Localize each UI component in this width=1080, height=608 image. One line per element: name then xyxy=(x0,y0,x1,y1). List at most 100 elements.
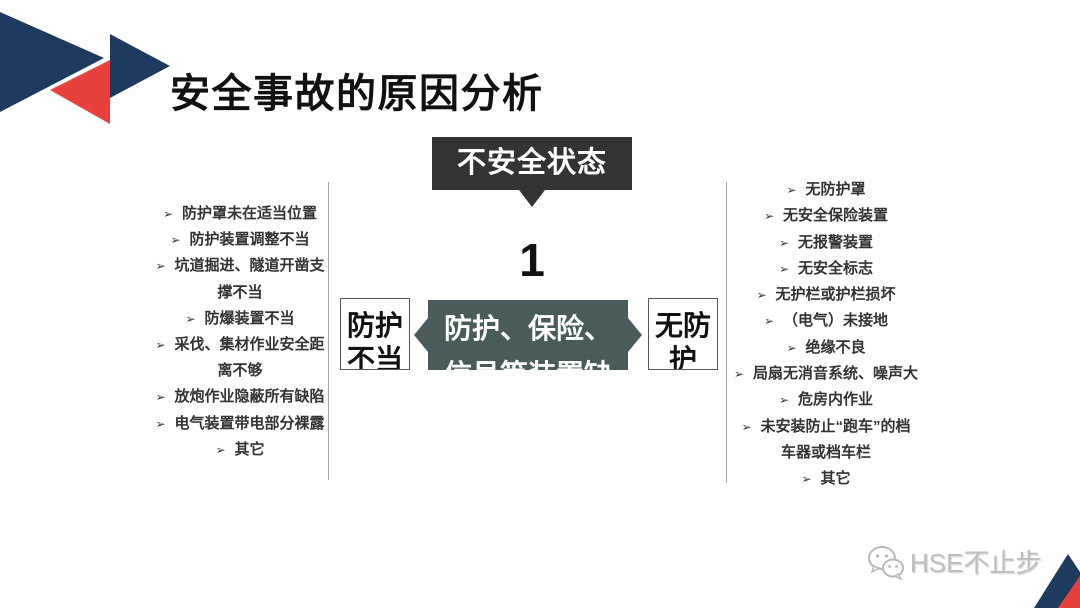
list-item-line: ➢防爆装置不当 xyxy=(145,306,335,332)
list-item: ➢ 无护栏或护栏损坏 xyxy=(726,282,926,308)
list-item-line: ➢ 其它 xyxy=(145,437,335,463)
arrow-bullet-icon: ➢ xyxy=(763,209,775,224)
list-item-line: ➢ 局扇无消音系统、噪声大 xyxy=(726,361,926,387)
list-item: ➢ 无防护罩 xyxy=(726,177,926,203)
list-item: ➢防爆装置不当 xyxy=(145,306,335,332)
list-item: ➢ 其它 xyxy=(726,466,926,492)
arrow-bullet-icon: ➢ xyxy=(786,183,797,197)
list-item: ➢ 无报警装置 xyxy=(726,230,926,256)
list-item-text: 防护罩未在适当位置 xyxy=(182,205,318,222)
center-box-shape xyxy=(414,300,642,370)
list-item-continuation: 撑不当 xyxy=(217,283,263,301)
right-box-line: 无防 xyxy=(654,310,711,341)
list-item-line: ➢ 未安装防止“跑车”的档 xyxy=(726,414,926,440)
arrow-bullet-icon: ➢ xyxy=(801,472,812,487)
arrow-bullet-icon: ➢ xyxy=(778,261,790,276)
left-box-line: 防护 xyxy=(346,310,403,341)
list-item-line: ➢ 无防护罩 xyxy=(726,177,926,203)
arrow-bullet-icon: ➢ xyxy=(733,367,745,382)
right-divider xyxy=(726,182,727,483)
left-divider xyxy=(328,182,329,480)
list-item-text: 无防护罩 xyxy=(805,181,866,198)
list-item: ➢ 采伐、集材作业安全距 离不够 xyxy=(145,332,335,384)
list-item-line: ➢ 采伐、集材作业安全距 xyxy=(145,332,335,358)
list-item: ➢ 坑道掘进、隧道开凿支 撑不当 xyxy=(145,253,335,305)
slide-title: 安全事故的原因分析 xyxy=(170,72,544,116)
list-item: ➢ 无安全保险装置 xyxy=(726,203,926,229)
arrow-bullet-icon: ➢ xyxy=(778,393,790,408)
arrow-bullet-icon: ➢ xyxy=(786,340,797,355)
list-item-text: 无护栏或护栏损坏 xyxy=(775,286,896,304)
wechat-icon xyxy=(868,546,904,581)
list-item-text: 无安全标志 xyxy=(798,259,874,277)
list-item-text: 局扇无消音系统、噪声大 xyxy=(753,365,919,383)
list-item-continuation: 车器或档车栏 xyxy=(780,443,871,461)
list-item-line: ➢ 无安全标志 xyxy=(726,256,926,282)
list-item-text: 无安全保险装置 xyxy=(783,207,889,225)
center-box-text: 防护、保险、 信号等装置缺 xyxy=(428,300,628,370)
list-item-text: 其它 xyxy=(820,470,851,488)
list-item-text: 采伐、集材作业安全距 xyxy=(174,335,325,353)
right-box-line: 护 xyxy=(668,344,697,370)
list-item: ➢危房内作业 xyxy=(726,387,926,413)
header-box: 不安全状态 xyxy=(432,137,632,190)
list-item-text: （电气）未接地 xyxy=(783,312,889,330)
navy-triangle-small xyxy=(110,34,170,98)
arrow-bullet-icon: ➢ xyxy=(155,259,166,274)
arrow-bullet-icon: ➢ xyxy=(162,207,174,221)
arrow-bullet-icon: ➢ xyxy=(778,235,790,250)
arrow-bullet-icon: ➢ xyxy=(155,416,166,431)
list-item-text: 其它 xyxy=(234,440,265,458)
navy-triangle-large xyxy=(0,12,104,112)
list-item: ➢ （电气）未接地 xyxy=(726,308,926,334)
list-item-line: ➢放炮作业隐蔽所有缺陷 xyxy=(145,384,335,410)
watermark-text: HSE不止步 xyxy=(910,548,1042,578)
list-item-line: ➢ 绝缘不良 xyxy=(726,335,926,361)
list-item: ➢ 局扇无消音系统、噪声大 xyxy=(726,361,926,387)
list-item-text: 防护装置调整不当 xyxy=(189,231,310,249)
left-list: ➢防护罩未在适当位置 ➢防护装置调整不当 ➢坑道掘进、隧道开凿支 撑不当 ➢防爆… xyxy=(145,201,335,463)
list-item-line: ➢ 其它 xyxy=(726,466,926,492)
list-item-line: ➢ 无报警装置 xyxy=(726,230,926,256)
arrow-bullet-icon: ➢ xyxy=(155,337,166,352)
list-item-continuation: 离不够 xyxy=(217,362,263,380)
list-item: ➢ 绝缘不良 xyxy=(726,335,926,361)
arrow-bullet-icon: ➢ xyxy=(741,419,752,434)
arrow-bullet-icon: ➢ xyxy=(170,233,181,248)
list-item: ➢ 防护罩未在适当位置 xyxy=(145,201,335,227)
right-category-box: 无防 护 xyxy=(648,298,718,370)
center-box-line: 防护、保险、 xyxy=(443,313,612,344)
right-list: ➢无防护罩 ➢无安全保险装置 ➢无报警装置 ➢无安全标志 ➢无护栏或护栏损坏 ➢… xyxy=(726,177,926,493)
list-item-line: ➢危房内作业 xyxy=(726,387,926,413)
list-item-text: 绝缘不良 xyxy=(805,338,866,356)
list-item: ➢放炮作业隐蔽所有缺陷 xyxy=(145,384,335,410)
list-item: ➢ 防护装置调整不当 xyxy=(145,227,335,253)
list-item: ➢ 电气装置带电部分裸露 xyxy=(145,411,335,437)
arrow-bullet-icon: ➢ xyxy=(155,390,166,405)
section-number: 1 xyxy=(519,234,545,286)
list-item: ➢ 无安全标志 xyxy=(726,256,926,282)
list-item-line: ➢ 电气装置带电部分裸露 xyxy=(145,411,335,437)
red-triangle-top-left xyxy=(50,60,110,124)
list-item-line: ➢ 坑道掘进、隧道开凿支 xyxy=(145,253,335,279)
left-box-line: 不当 xyxy=(346,344,403,370)
list-item: ➢ 其它 xyxy=(145,437,335,463)
list-item-line: ➢ （电气）未接地 xyxy=(726,308,926,334)
list-item-text: 无报警装置 xyxy=(798,233,874,251)
list-item: ➢ 未安装防止“跑车”的档 车器或档车栏 xyxy=(726,414,926,467)
list-item-text: 坑道掘进、隧道开凿支 xyxy=(174,257,325,275)
header-box-pointer xyxy=(519,190,545,207)
list-item-text: 防爆装置不当 xyxy=(204,309,295,327)
list-item-text: 未安装防止“跑车”的档 xyxy=(760,417,911,435)
left-category-box: 防护 不当 xyxy=(340,298,410,370)
list-item-text: 电气装置带电部分裸露 xyxy=(174,414,325,432)
arrow-bullet-icon: ➢ xyxy=(756,288,767,303)
arrow-bullet-icon: ➢ xyxy=(763,314,775,329)
arrow-bullet-icon: ➢ xyxy=(215,442,226,457)
list-item-line: ➢ 无护栏或护栏损坏 xyxy=(726,282,926,308)
list-item-line: ➢ 无安全保险装置 xyxy=(726,203,926,229)
list-item-line: ➢ 防护装置调整不当 xyxy=(145,227,335,253)
list-item-line: ➢ 防护罩未在适当位置 xyxy=(145,201,335,227)
